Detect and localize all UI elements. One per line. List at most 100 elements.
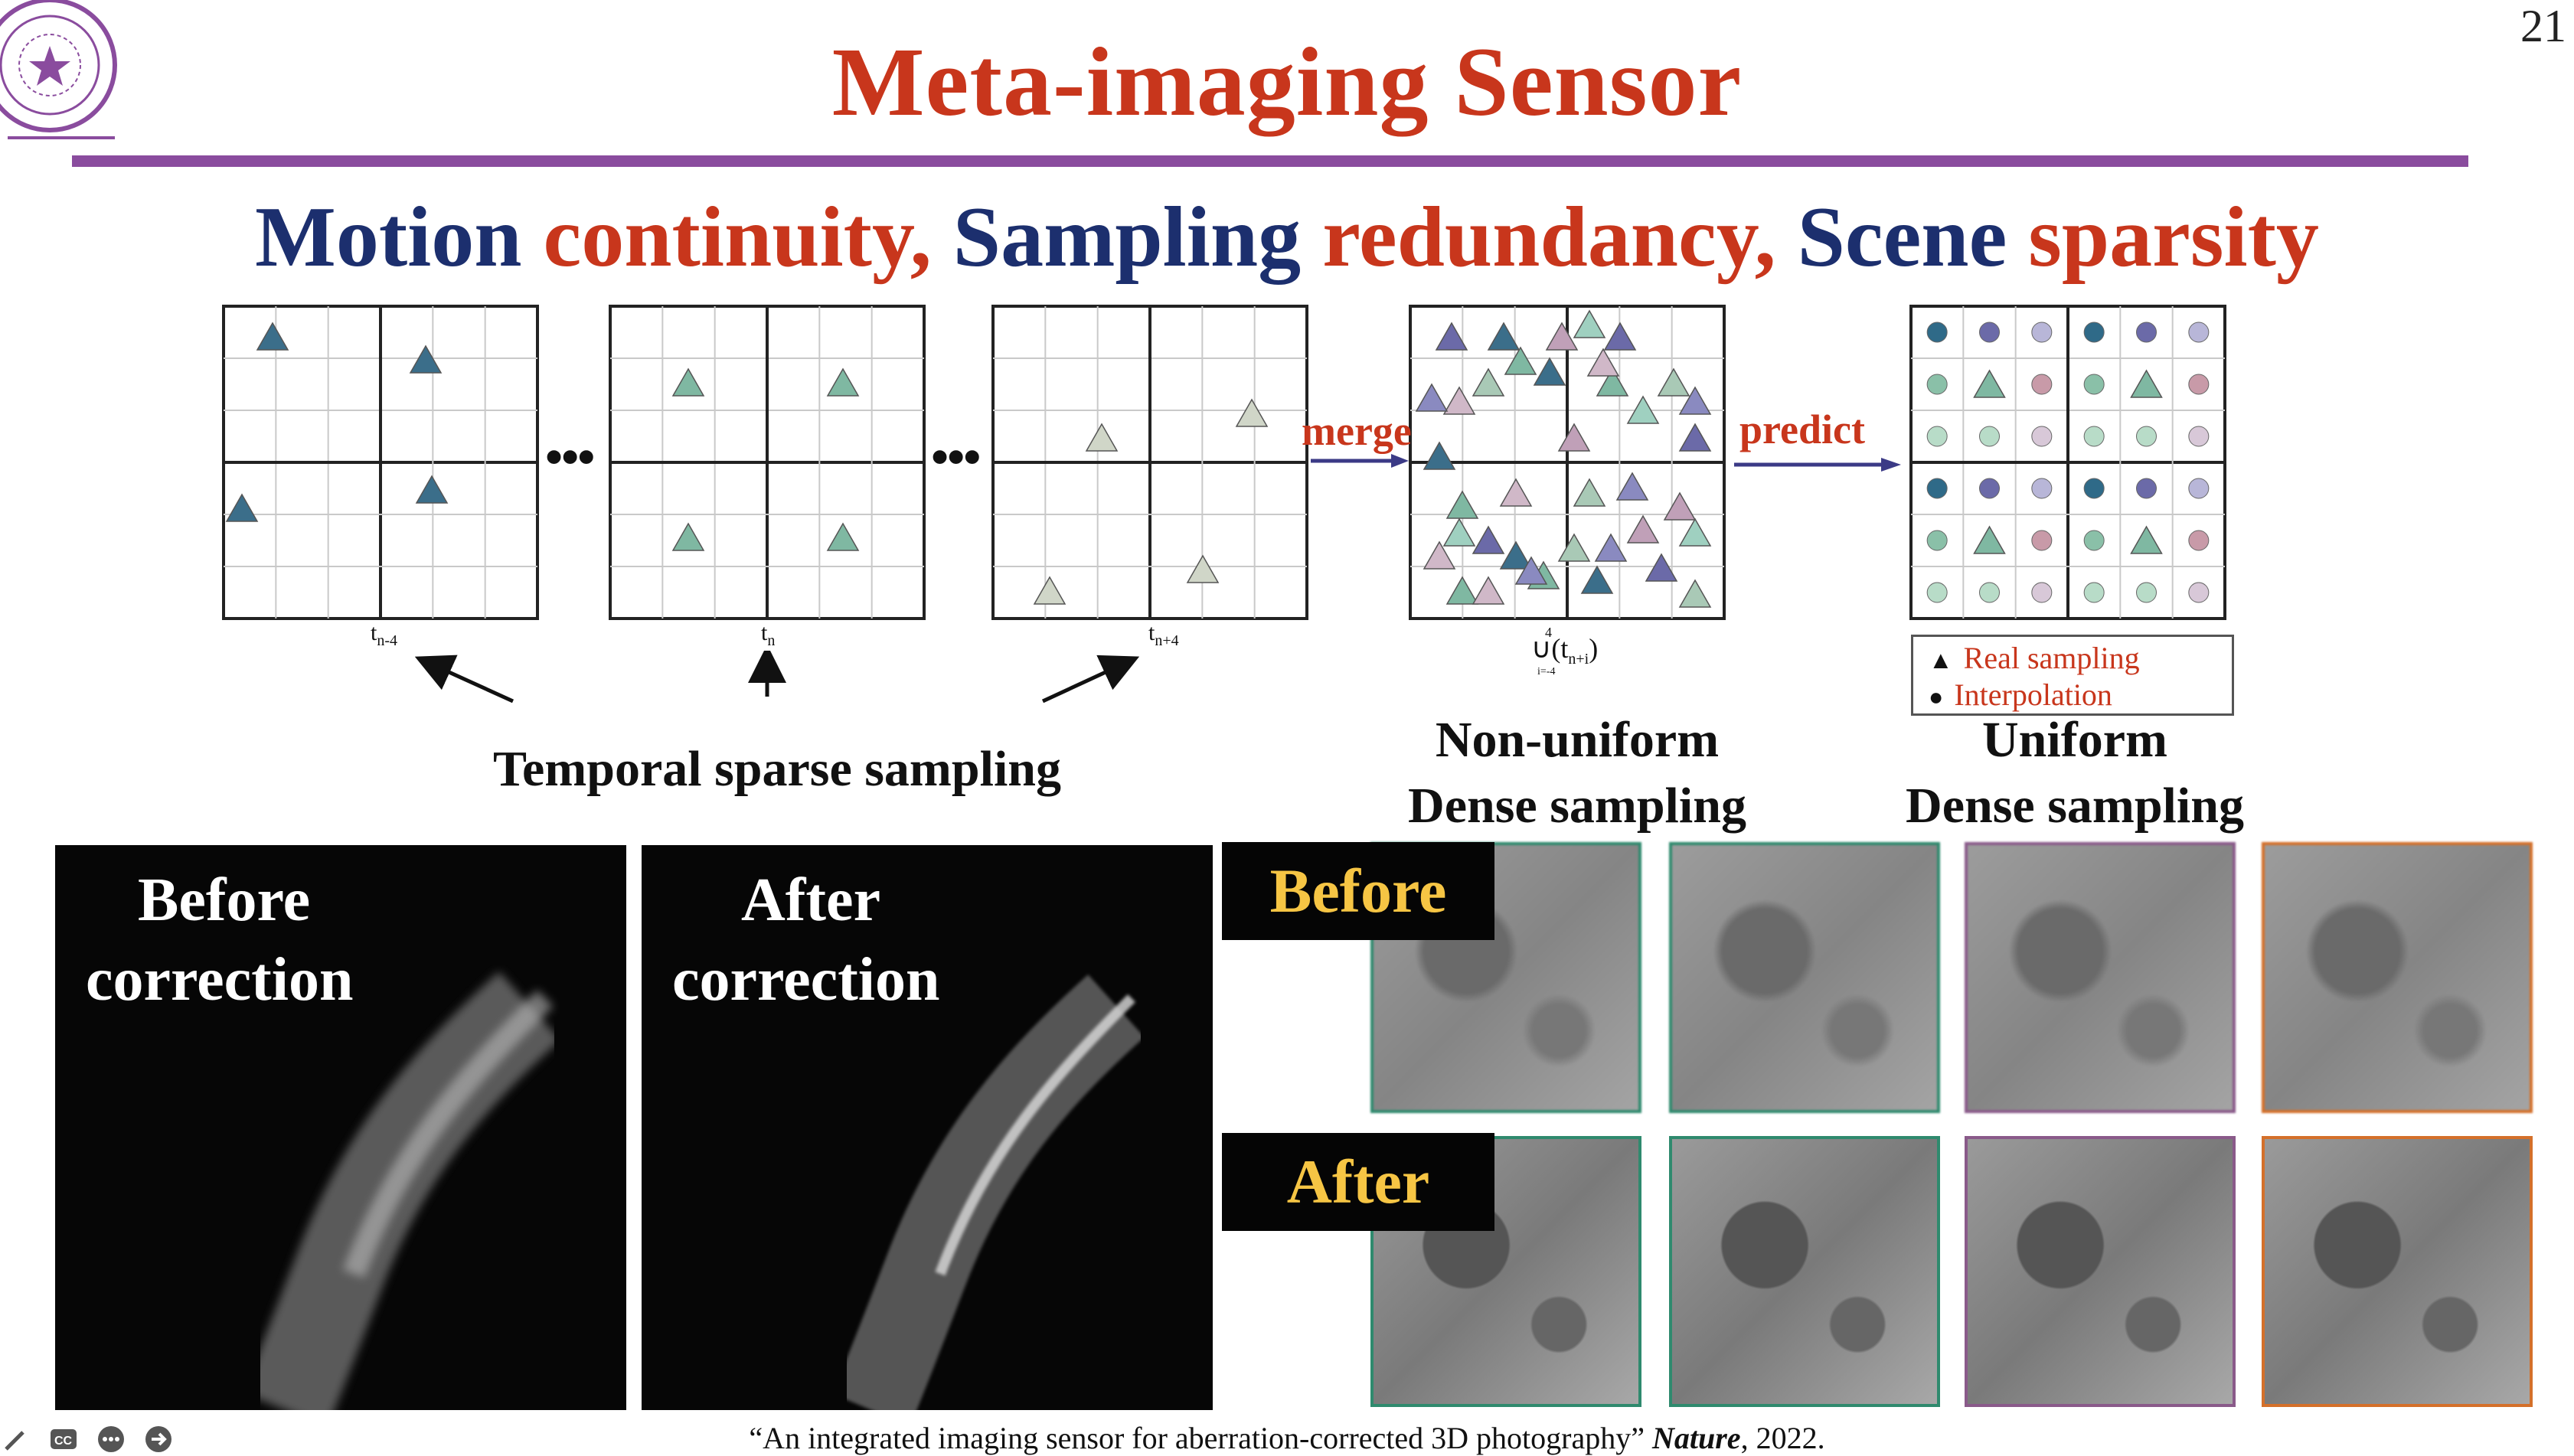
triangle-marker [1504, 346, 1537, 375]
triangle-marker [1557, 423, 1591, 452]
triangle-marker [671, 522, 705, 551]
before-badge: Before [1222, 842, 1494, 940]
dot-marker [2136, 478, 2157, 499]
moon-surface-image [1370, 842, 1641, 1113]
merge-label: merge [1302, 408, 1412, 454]
dot-marker [2083, 478, 2105, 499]
triangle-marker [1235, 398, 1269, 427]
triangle-marker [409, 344, 443, 374]
moon-surface-image [2262, 1136, 2533, 1407]
ellipsis: ••• [931, 429, 981, 485]
triangle-marker [1678, 517, 1712, 547]
dot-marker [2031, 426, 2053, 447]
triangle-marker [826, 522, 860, 551]
triangle-marker [1973, 369, 2006, 398]
sampling-grid-tn [609, 305, 926, 620]
predicted-grid [1909, 305, 2226, 620]
dot-marker [2031, 582, 2053, 603]
time-label-tn-4: tn-4 [371, 620, 398, 649]
more-options-icon[interactable] [95, 1423, 127, 1455]
dot-marker [2031, 322, 2053, 343]
legend: ▲Real sampling ●Interpolation [1911, 635, 2234, 716]
triangle-icon: ▲ [1929, 646, 1953, 674]
headline-part: continuity, [543, 190, 953, 285]
before-label-line1: Before [138, 867, 311, 934]
specimen-image [242, 971, 561, 1410]
union-label: 4 ∪(tn+i) i=-4 [1531, 625, 1599, 677]
page-number: 21 [2520, 1, 2566, 51]
next-slide-icon[interactable] [142, 1423, 175, 1455]
moon-surface-image [2262, 842, 2533, 1113]
triangle-marker [826, 367, 860, 397]
specimen-image [832, 974, 1145, 1410]
triangle-marker [1678, 579, 1712, 608]
triangle-marker [1435, 322, 1468, 351]
predict-label: predict [1739, 406, 1865, 452]
dot-marker [1926, 530, 1948, 551]
moon-surface-image [1669, 842, 1940, 1113]
after-correction-image: After correction [642, 845, 1213, 1410]
triangle-marker [1514, 556, 1548, 585]
triangle-marker [1626, 514, 1660, 544]
triangle-marker [1499, 540, 1533, 570]
triangle-marker [1626, 395, 1660, 424]
triangle-marker [1573, 478, 1606, 507]
triangle-marker [1573, 309, 1606, 338]
legend-real: ▲Real sampling [1929, 641, 2140, 675]
headline-part: Motion [255, 190, 544, 285]
triangle-marker [1442, 386, 1476, 415]
dot-marker [2083, 426, 2105, 447]
caption-uniform: Uniform Dense sampling [1906, 712, 2244, 834]
dot-marker [1926, 582, 1948, 603]
title-divider [72, 155, 2468, 167]
dot-marker [2188, 478, 2210, 499]
dot-marker [2031, 530, 2053, 551]
time-label-tn+4: tn+4 [1148, 620, 1179, 649]
triangle-marker [1545, 322, 1579, 351]
triangle-marker [1186, 554, 1220, 583]
player-controls: CC [0, 1422, 175, 1456]
pen-icon[interactable] [0, 1423, 32, 1455]
dot-marker [1979, 322, 2000, 343]
triangle-marker [1423, 441, 1456, 470]
university-seal-logo [0, 0, 117, 139]
triangle-marker [1472, 576, 1505, 605]
sampling-grid-tn+4 [991, 305, 1308, 620]
triangle-marker [1445, 576, 1479, 605]
before-correction-image: Before correction [55, 845, 626, 1410]
triangle-marker [1594, 533, 1628, 562]
dot-marker [2083, 582, 2105, 603]
after-label-line1: After [741, 867, 881, 934]
triangle-marker [1557, 533, 1591, 562]
captions-icon[interactable]: CC [47, 1423, 80, 1455]
dot-marker [1926, 426, 1948, 447]
triangle-marker [1472, 367, 1505, 397]
triangle-marker [1415, 383, 1449, 412]
headline-part: sparsity [2028, 190, 2319, 285]
moon-surface-image [1965, 842, 2236, 1113]
dot-marker [1926, 374, 1948, 395]
dot-marker [2031, 478, 2053, 499]
triangle-marker [1033, 576, 1067, 605]
triangle-marker [1596, 367, 1629, 397]
dot-marker [2083, 322, 2105, 343]
triangle-marker [1499, 478, 1533, 507]
triangle-marker [1442, 517, 1476, 547]
triangle-marker [1657, 367, 1690, 397]
triangle-marker [1615, 472, 1649, 501]
predict-arrow-icon [1734, 458, 1901, 472]
dot-marker [1926, 322, 1948, 343]
merge-arrow-icon [1311, 454, 1409, 468]
dot-marker [2031, 374, 2053, 395]
time-label-tn: tn [761, 620, 776, 649]
sampling-grid-tn-4 [222, 305, 539, 620]
triangle-marker [1085, 423, 1119, 452]
dot-marker [2188, 322, 2210, 343]
after-badge: After [1222, 1133, 1494, 1231]
triangle-marker [2130, 369, 2163, 398]
triangle-marker [1533, 357, 1566, 386]
before-label-line2: correction [86, 946, 354, 1014]
triangle-marker [1663, 491, 1697, 521]
triangle-marker [1423, 540, 1456, 570]
caption-nonuniform: Non-uniform Dense sampling [1408, 712, 1746, 834]
